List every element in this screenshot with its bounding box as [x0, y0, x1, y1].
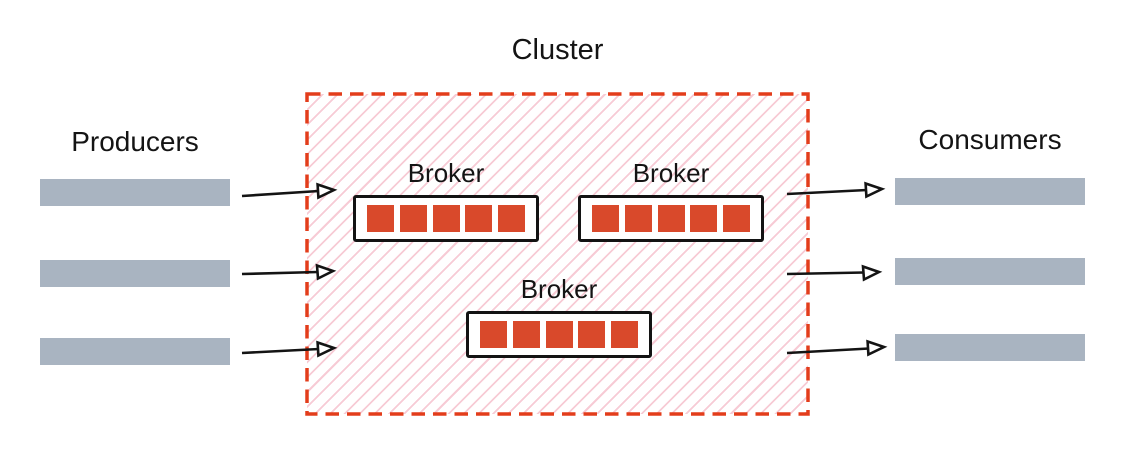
partition-square: [512, 321, 540, 348]
cluster-title: Cluster: [511, 34, 604, 66]
producer-bar: [40, 260, 230, 287]
consumer-bar: [895, 334, 1085, 361]
producer-bar: [40, 338, 230, 365]
partition-square: [723, 205, 750, 232]
partition-square: [399, 205, 427, 232]
partition-square: [578, 321, 606, 348]
partition-square: [657, 205, 685, 232]
partition-square: [624, 205, 652, 232]
partition-square: [611, 321, 638, 348]
partition-square: [480, 321, 507, 348]
consumers-label: Consumers: [918, 124, 1062, 155]
partition-square: [432, 205, 460, 232]
broker-label: Broker: [632, 158, 710, 188]
partition-square: [498, 205, 525, 232]
producer-bar: [40, 179, 230, 206]
broker-box: [353, 195, 539, 242]
partition-square: [545, 321, 573, 348]
consumer-bar: [895, 258, 1085, 285]
partition-square: [592, 205, 619, 232]
broker-box: [578, 195, 764, 242]
partition-square: [367, 205, 394, 232]
broker-box: [466, 311, 652, 358]
producers-label: Producers: [71, 126, 199, 157]
cluster-boundary-fill: [307, 94, 808, 414]
partition-square: [465, 205, 493, 232]
broker-label: Broker: [520, 274, 598, 304]
broker-label: Broker: [407, 158, 485, 188]
consumer-bar: [895, 178, 1085, 205]
partition-square: [690, 205, 718, 232]
